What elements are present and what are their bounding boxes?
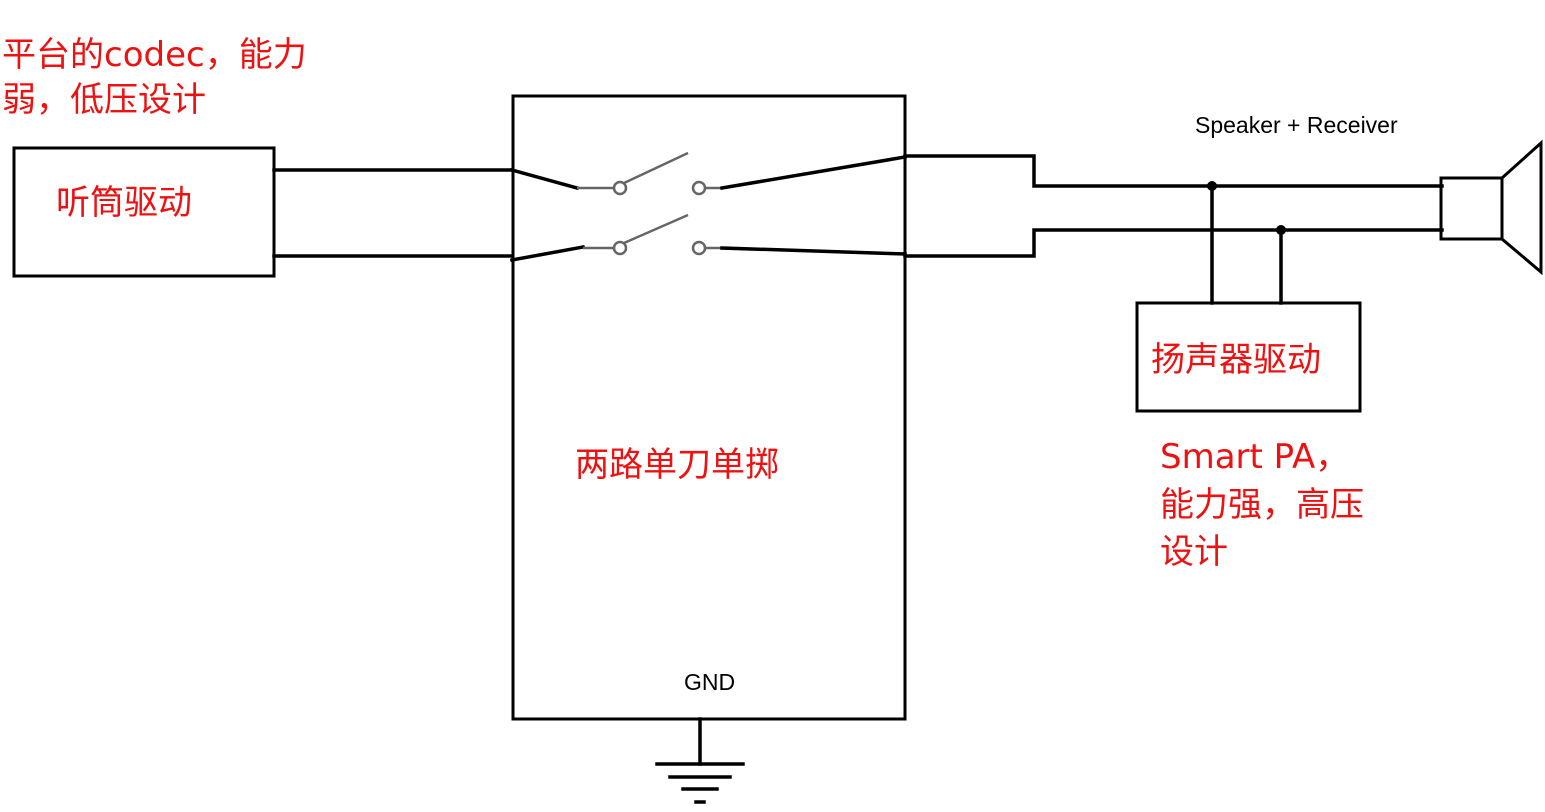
wire-top-out — [903, 154, 1444, 188]
receiver-driver-label: 听筒驱动 — [56, 183, 192, 223]
codec-note-line1: 平台的codec，能力 — [2, 35, 307, 75]
smartpa-note-line1: Smart PA， — [1160, 437, 1350, 477]
switch-ic-block — [511, 94, 907, 721]
smartpa-note-line3: 设计 — [1160, 532, 1228, 572]
switch-top — [509, 151, 908, 196]
switch-label: 两路单刀单掷 — [575, 445, 779, 485]
speaker-driver-label: 扬声器驱动 — [1151, 340, 1321, 380]
speaker-receiver-label: Speaker + Receiver — [1195, 112, 1398, 138]
codec-note-line2: 弱，低压设计 — [2, 80, 206, 120]
smartpa-note-line2: 能力强，高压 — [1160, 485, 1364, 525]
speaker-icon — [1439, 139, 1543, 276]
speaker-driver-block — [1135, 301, 1362, 413]
switch-bottom — [509, 213, 907, 263]
ground-icon — [655, 717, 745, 804]
receiver-driver-block — [12, 146, 276, 278]
wire-bottom-out — [903, 228, 1444, 258]
gnd-label: GND — [684, 669, 736, 695]
